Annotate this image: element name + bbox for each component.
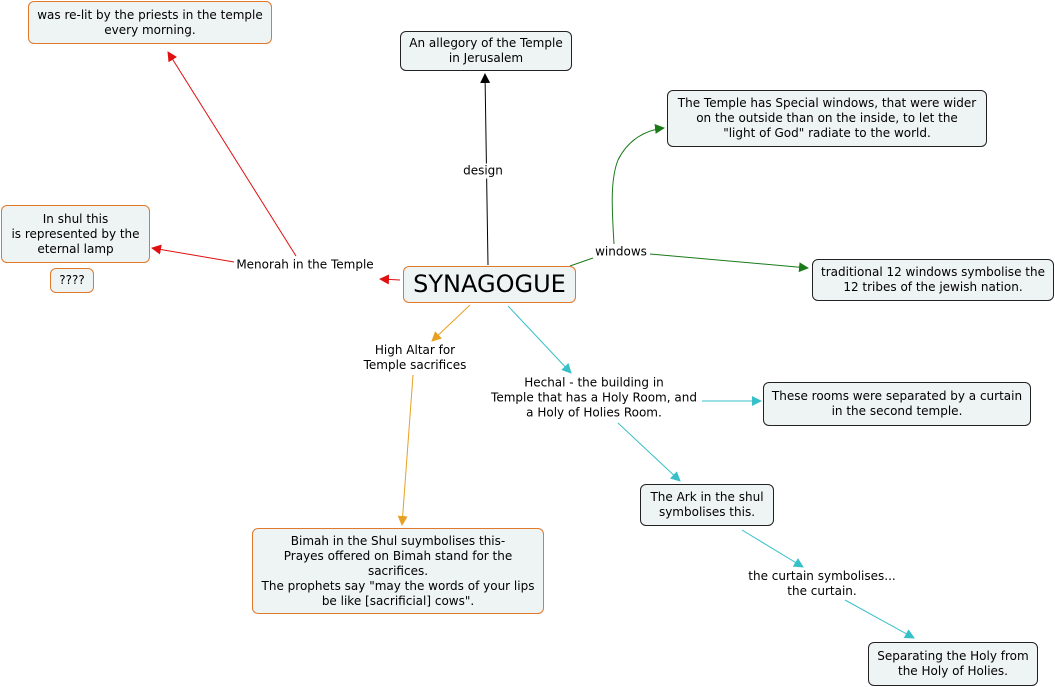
edge-separating	[844, 599, 915, 639]
edge-hechal	[507, 305, 572, 374]
edge-altar	[431, 304, 471, 342]
edge-windows	[569, 257, 594, 267]
edge-relit	[167, 51, 297, 257]
node-special-windows[interactable]: The Temple has Special windows, that wer…	[667, 90, 987, 147]
label-curtain[interactable]: the curtain symbolises... the curtain.	[748, 569, 896, 599]
node-relit[interactable]: was re-lit by the priests in the temple …	[28, 1, 272, 44]
central-node[interactable]: SYNAGOGUE	[403, 266, 576, 303]
edge-special	[611, 123, 665, 245]
node-allegory[interactable]: An allegory of the Temple in Jerusalem	[400, 31, 572, 71]
node-rooms[interactable]: These rooms were separated by a curtain …	[763, 382, 1031, 426]
label-altar[interactable]: High Altar for Temple sacrifices	[363, 343, 467, 373]
edge-ark	[617, 422, 681, 482]
edge-twelve	[649, 253, 809, 273]
node-lamp[interactable]: In shul this is represented by the etern…	[1, 205, 150, 263]
node-separating[interactable]: Separating the Holy from the Holy of Hol…	[868, 642, 1038, 686]
node-lamp-overlay[interactable]: ????	[50, 268, 94, 293]
label-design[interactable]: design	[463, 163, 503, 179]
node-bimah[interactable]: Bimah in the Shul suymbolises this- Pray…	[252, 528, 544, 614]
edge-menorah	[379, 274, 401, 285]
edge-curtain	[741, 529, 804, 568]
label-hechal[interactable]: Hechal - the building in Temple that has…	[491, 375, 697, 421]
node-twelve-windows[interactable]: traditional 12 windows symbolise the 12 …	[812, 259, 1054, 301]
label-windows[interactable]: windows	[595, 244, 647, 260]
edge-lamp	[151, 244, 235, 263]
node-ark[interactable]: The Ark in the shul symbolises this.	[640, 484, 774, 526]
label-menorah[interactable]: Menorah in the Temple	[236, 257, 374, 273]
edge-bimah	[397, 374, 414, 526]
